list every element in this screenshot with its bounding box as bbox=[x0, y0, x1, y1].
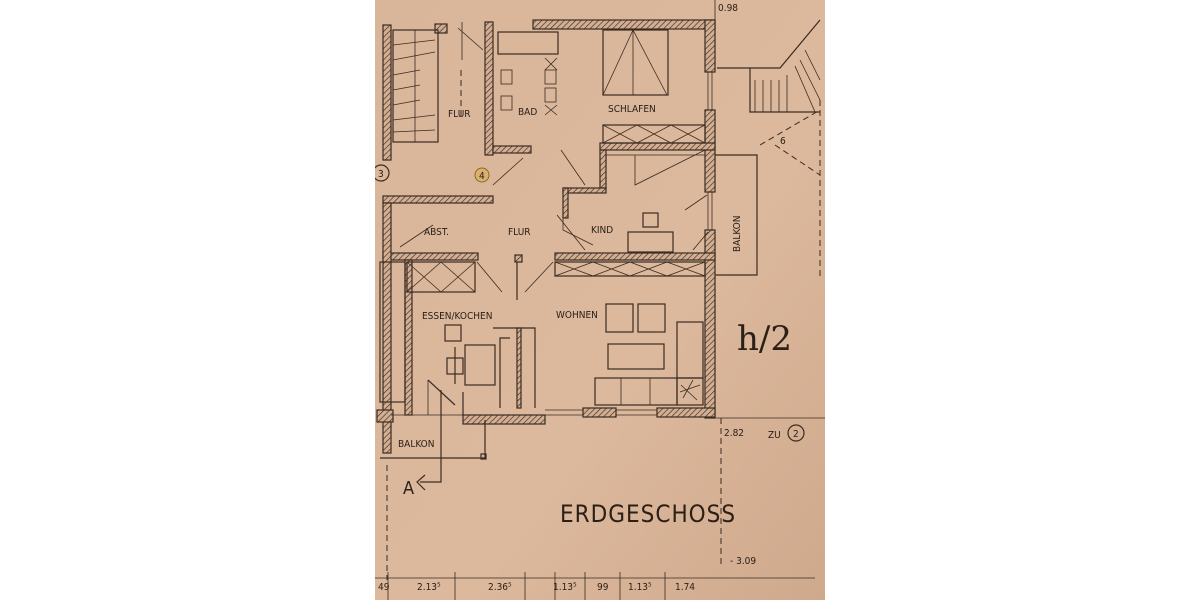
room-label-wohnen: WOHNEN bbox=[556, 310, 598, 321]
dimension: 1.13⁵ bbox=[628, 582, 652, 593]
svg-text:2: 2 bbox=[793, 429, 799, 440]
floor-plan-drawing: FLUR BAD SCHLAFEN ABST. FLUR KIND BALKON… bbox=[372, 0, 825, 600]
reference-lines bbox=[375, 0, 825, 600]
staircase-right bbox=[717, 19, 821, 280]
svg-text:4: 4 bbox=[479, 171, 485, 182]
zu-label: ZU bbox=[768, 430, 781, 441]
living-furniture bbox=[594, 303, 704, 406]
kind-furniture bbox=[606, 149, 706, 253]
room-label-kind: KIND bbox=[591, 225, 613, 236]
kitchen-furniture bbox=[427, 324, 536, 415]
walls bbox=[376, 19, 716, 454]
dimension: 1.74 bbox=[675, 582, 695, 593]
room-label-essen-kochen: ESSEN/KOCHEN bbox=[422, 311, 492, 322]
dimension: 1.13⁵ bbox=[553, 582, 577, 593]
room-label-flur-top: FLUR bbox=[448, 109, 471, 120]
room-label-abst: ABST. bbox=[424, 227, 449, 238]
svg-text:6: 6 bbox=[780, 136, 786, 147]
staircase-left bbox=[392, 29, 439, 143]
balcony-left bbox=[380, 420, 487, 460]
balcony-right bbox=[715, 154, 758, 276]
handwritten-note: h/2 bbox=[737, 319, 792, 359]
bed bbox=[602, 29, 669, 96]
room-label-balkon-left: BALKON bbox=[398, 439, 435, 450]
doors bbox=[399, 22, 709, 415]
floor-title: ERDGESCHOSS bbox=[560, 500, 736, 528]
dimension: 2.13⁵ bbox=[417, 582, 441, 593]
marker-circle-4: 4 bbox=[474, 167, 490, 183]
svg-text:3: 3 bbox=[378, 169, 384, 180]
level-right: 2.82 bbox=[724, 428, 744, 439]
level-bottom: - 3.09 bbox=[730, 556, 756, 567]
dimension: 99 bbox=[597, 582, 609, 593]
windows bbox=[391, 72, 713, 416]
bath-fixtures bbox=[497, 31, 559, 116]
level-top: 0.98 bbox=[718, 3, 738, 14]
room-label-balkon-right: BALKON bbox=[732, 216, 743, 253]
marker-circle-2: 2 bbox=[787, 424, 805, 442]
dimension: 2.36⁵ bbox=[488, 582, 512, 593]
room-label-bad: BAD bbox=[518, 107, 537, 118]
dimension-row: 49 2.13⁵ 2.36⁵ 1.13⁵ 99 1.13⁵ 1.74 bbox=[378, 582, 695, 593]
marker-circle-6: 6 bbox=[780, 136, 786, 147]
room-label-flur: FLUR bbox=[508, 227, 531, 238]
dimension: 49 bbox=[378, 582, 390, 593]
room-label-schlafen: SCHLAFEN bbox=[608, 104, 656, 115]
wardrobes bbox=[379, 124, 706, 403]
section-marker-a: A bbox=[403, 478, 414, 499]
floor-plan: FLUR BAD SCHLAFEN ABST. FLUR KIND BALKON… bbox=[372, 0, 825, 600]
